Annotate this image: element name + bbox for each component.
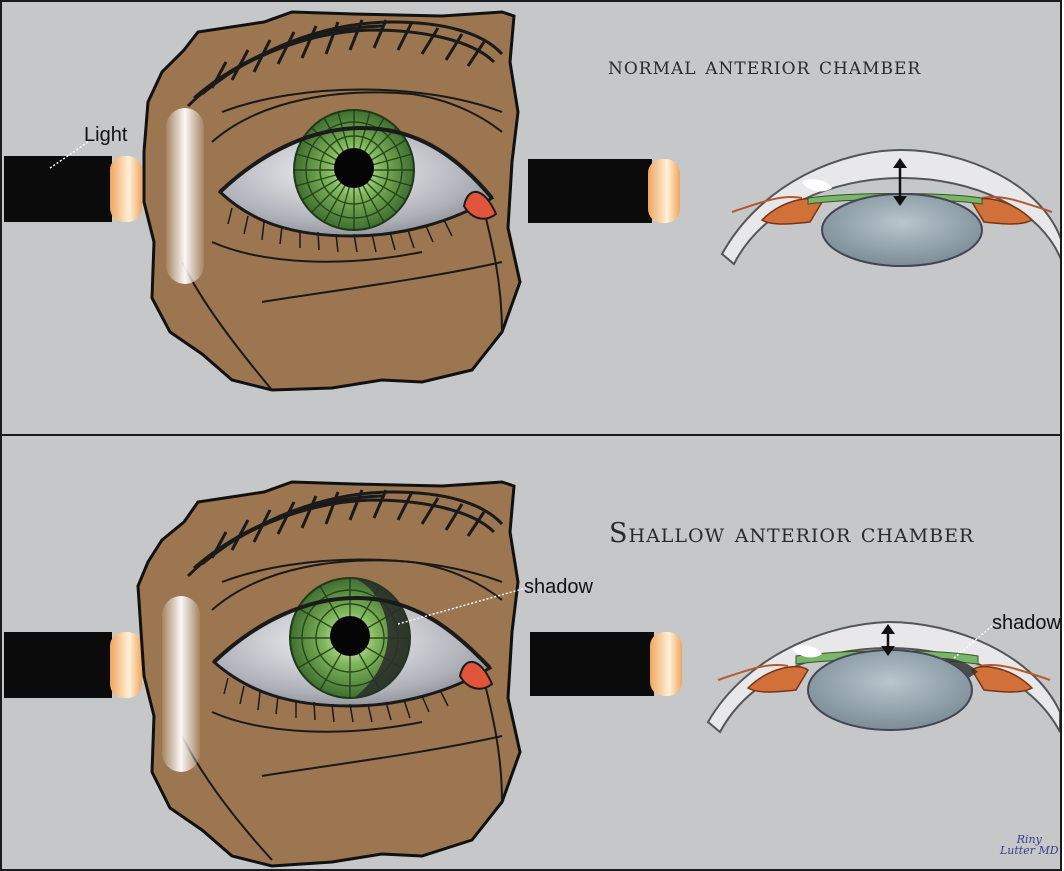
signature-line2: Lutter MD [1000, 845, 1059, 856]
depth-arrow-icon [893, 158, 907, 206]
panel-shallow-chamber: Shallow anterior chamber shadow shadow R… [0, 434, 1062, 871]
shallow-chamber-title: Shallow anterior chamber [609, 518, 974, 549]
normal-chamber-title: normal anterior chamber [608, 52, 921, 80]
panel-normal-chamber: normal anterior chamber Light [0, 0, 1062, 436]
pupil [334, 148, 374, 188]
lens [822, 194, 982, 266]
lens [808, 650, 972, 730]
light-beam [162, 596, 200, 772]
shadow-label-eye: shadow [524, 576, 593, 599]
flashlight-icon-right [530, 632, 682, 696]
pupil [330, 616, 370, 656]
shadow-label-section: shadow [992, 612, 1061, 635]
anterior-chamber-cross-section [708, 622, 1060, 732]
shallow-chamber-illustration [2, 436, 1062, 871]
flashlight-icon [4, 156, 142, 222]
flashlight-icon-right [528, 159, 680, 223]
light-label: Light [84, 124, 127, 147]
anterior-chamber-cross-section [722, 150, 1062, 266]
flashlight-icon [4, 632, 142, 698]
light-beam [166, 108, 204, 284]
artist-signature: Riny Lutter MD [1000, 834, 1059, 856]
